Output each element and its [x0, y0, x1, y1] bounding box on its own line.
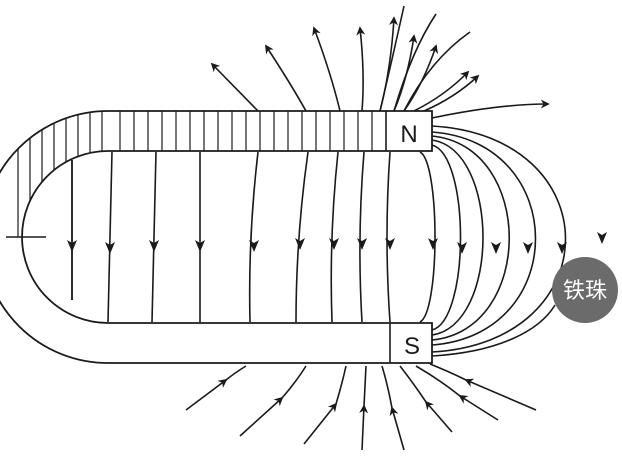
north-half-hatching: [17, 111, 373, 237]
iron-ball-circle: [552, 257, 618, 323]
field-line: [415, 365, 461, 397]
field-arrow: [195, 240, 205, 252]
field-line: [335, 365, 347, 405]
field-line: [359, 151, 365, 323]
field-line: [431, 135, 511, 341]
field-arrow: [295, 238, 305, 250]
field-line: [359, 404, 369, 451]
field-line: [431, 131, 537, 346]
field-line: [403, 31, 471, 112]
horseshoe-magnet: [0, 110, 433, 364]
field-arrow: [385, 238, 395, 250]
field-line: [210, 62, 259, 112]
field-line: [312, 26, 341, 112]
field-line: [303, 402, 338, 445]
field-arrow: [597, 232, 607, 244]
field-arrow: [329, 238, 339, 250]
field-arrow: [428, 238, 438, 250]
field-line: [295, 151, 309, 323]
iron-ball-label: 铁珠: [563, 278, 607, 303]
field-line: [265, 44, 307, 112]
field-line: [424, 400, 453, 433]
field-line: [185, 378, 228, 411]
field-line: [379, 5, 405, 112]
field-line: [399, 365, 427, 403]
field-line: [381, 365, 393, 409]
field-arrow: [357, 238, 367, 250]
magnet-body: [0, 110, 433, 364]
field-arrow: [149, 240, 159, 252]
field-line: [330, 151, 339, 323]
field-line: [393, 13, 437, 112]
field-arrow: [457, 242, 467, 254]
field-line: [363, 365, 367, 407]
field-lines-group: [67, 5, 607, 451]
field-line: [423, 74, 480, 112]
field-line: [431, 304, 556, 357]
field-line: [431, 125, 567, 353]
field-line: [431, 139, 484, 336]
field-arrow: [491, 242, 501, 254]
field-line: [107, 151, 113, 323]
field-line: [419, 151, 436, 323]
field-line: [431, 99, 550, 119]
field-line: [248, 151, 259, 323]
iron-ball: 铁珠: [552, 257, 618, 323]
field-line: [239, 396, 284, 437]
field-arrow: [249, 240, 259, 252]
field-line: [386, 151, 391, 323]
field-line: [151, 151, 157, 323]
field-line: [356, 26, 366, 112]
field-line: [379, 16, 399, 112]
field-line: [281, 365, 307, 399]
field-line: [389, 406, 405, 451]
field-line: [429, 363, 467, 381]
south-pole-label: S: [404, 333, 420, 360]
field-arrow: [557, 242, 567, 254]
field-arrow: [105, 242, 115, 254]
field-line: [464, 378, 537, 411]
north-pole-label: N: [400, 121, 417, 148]
field-line: [413, 70, 470, 112]
field-arrow: [523, 242, 533, 254]
field-line: [431, 144, 462, 331]
field-line: [225, 365, 247, 381]
field-line: [458, 395, 499, 421]
